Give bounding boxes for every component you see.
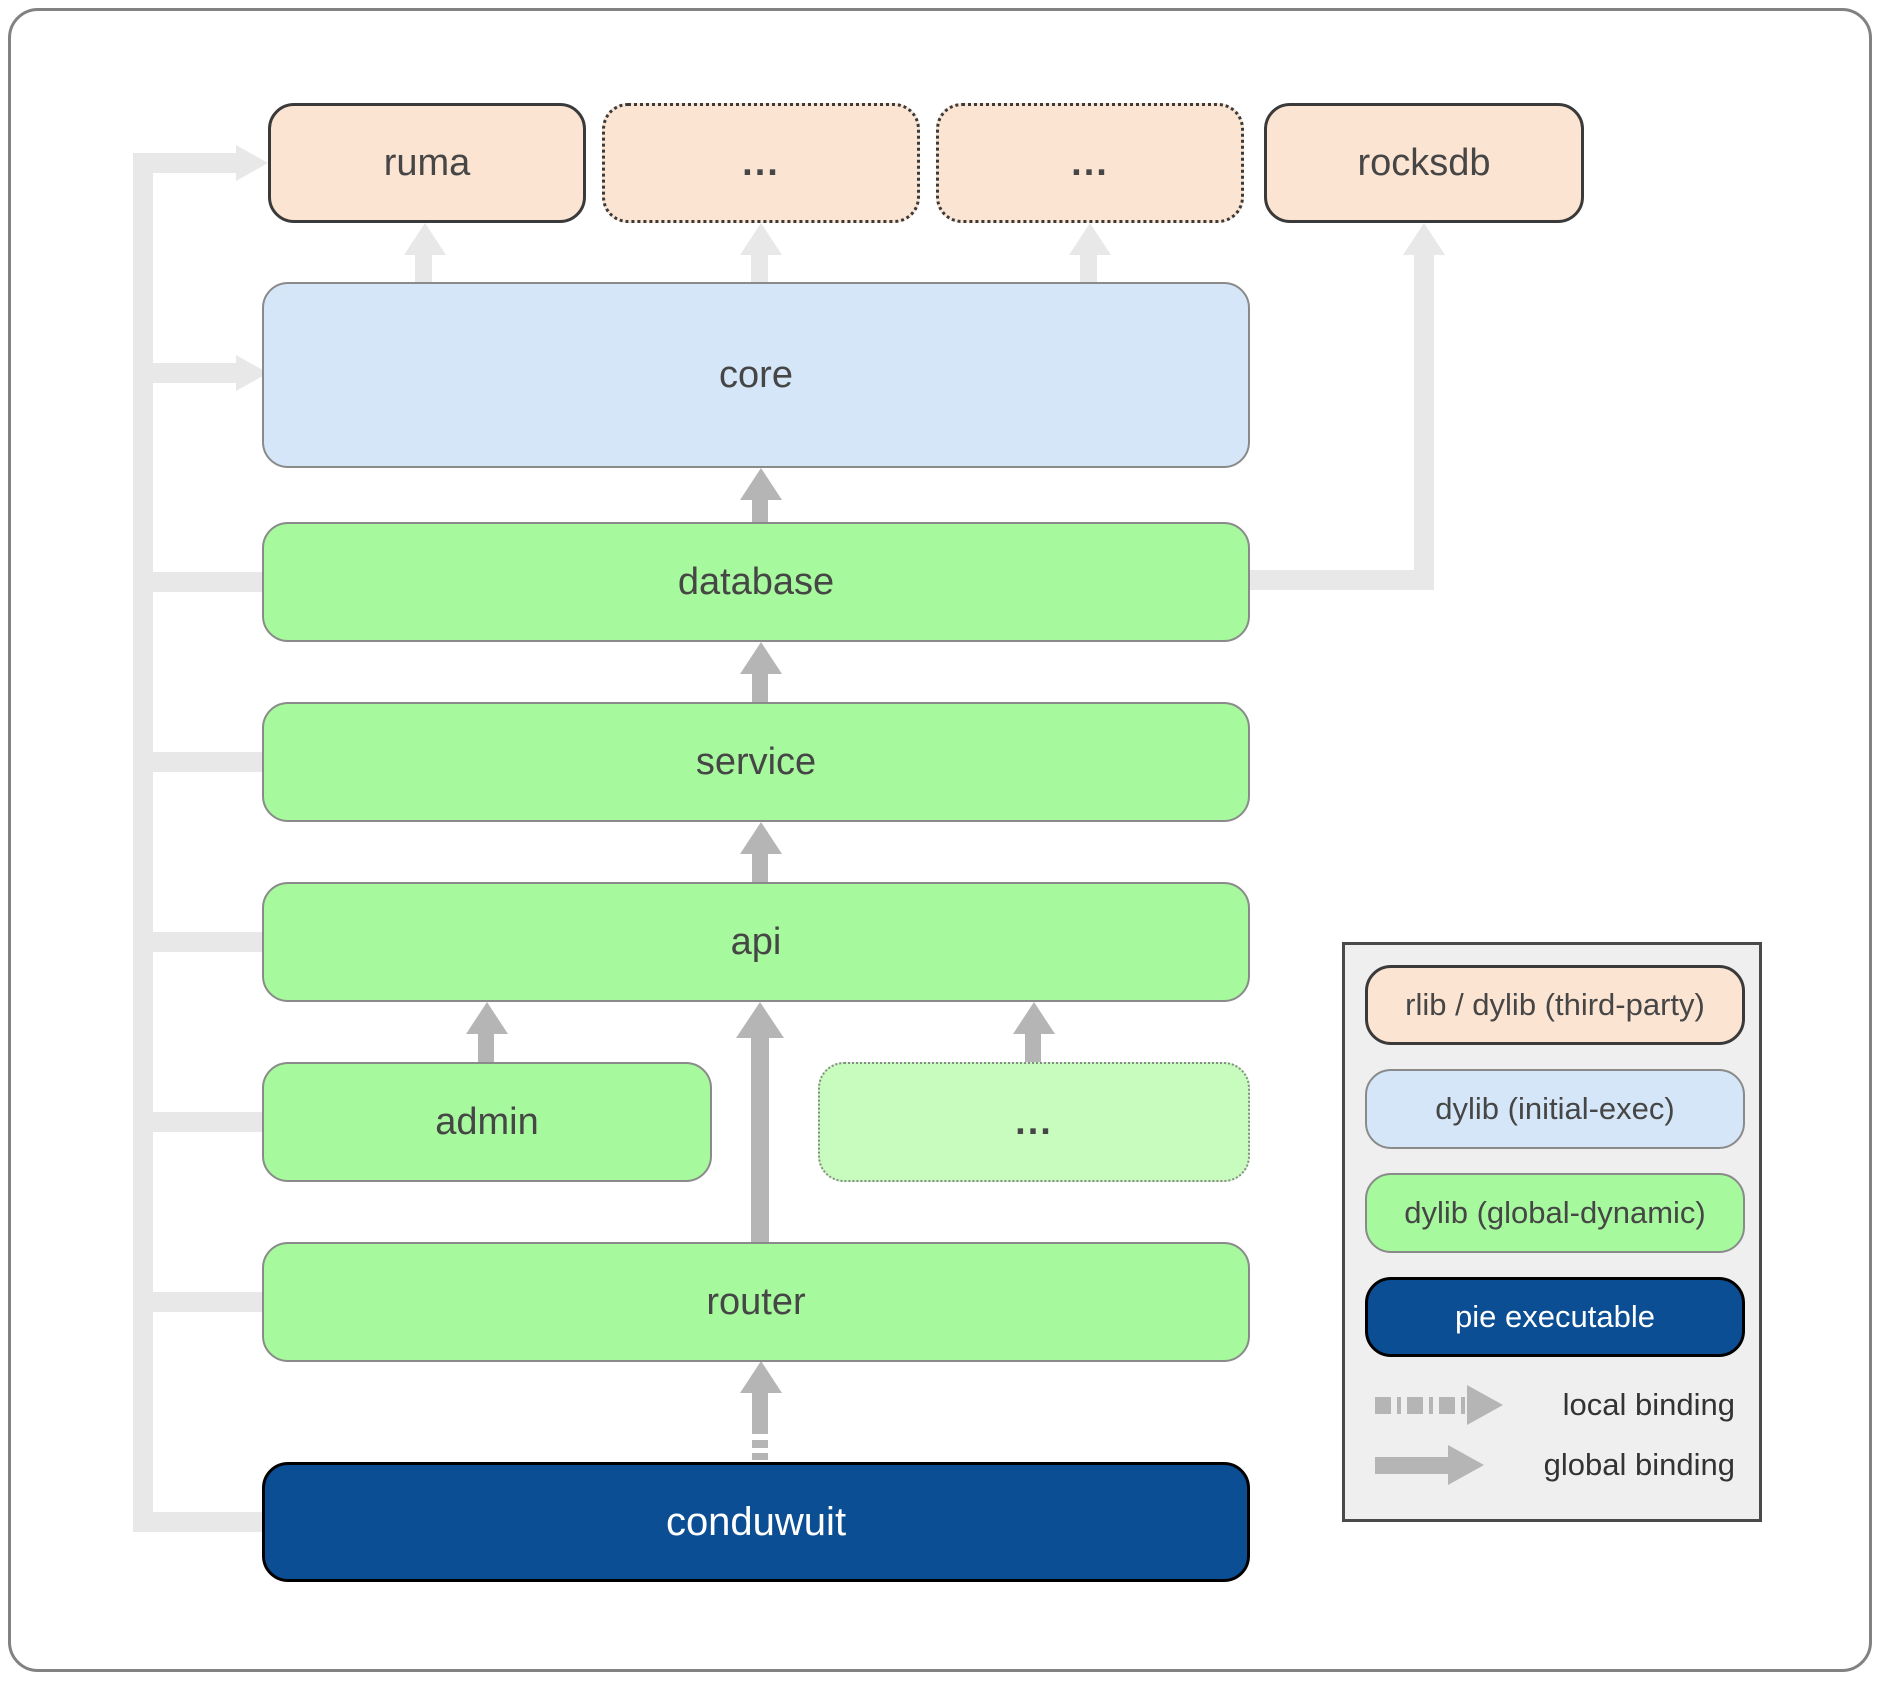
arrowhead-bus-to-ruma <box>236 145 268 181</box>
legend-binding-label: local binding <box>1562 1387 1735 1422</box>
local-binding-arrow-icon <box>1375 1396 1467 1414</box>
arrowhead-database-to-rocksdb <box>1403 223 1445 255</box>
bus-branch-ruma <box>153 153 237 173</box>
node-label: ... <box>1071 141 1109 184</box>
global-binding-arrow-icon <box>1375 1456 1448 1474</box>
edge-conduwuit-router-dash <box>752 1453 768 1460</box>
node-label: ... <box>742 141 780 184</box>
edge-router-api <box>751 1035 769 1244</box>
node-label: core <box>719 353 793 396</box>
bus-branch-admin <box>153 1112 265 1132</box>
node-label: router <box>706 1280 806 1323</box>
node-database: database <box>262 522 1250 642</box>
node-core: core <box>262 282 1250 468</box>
arrowhead-core-to-ruma <box>404 223 446 255</box>
node-label: api <box>730 920 782 963</box>
node-admin: admin <box>262 1062 712 1182</box>
arrowhead-api-to-service <box>740 822 782 854</box>
bus-branch-core <box>153 363 237 383</box>
local-binding-arrowhead-icon <box>1466 1385 1503 1425</box>
node-api: api <box>262 882 1250 1002</box>
edge-database-rocksdb-vertical <box>1414 252 1434 590</box>
bus-branch-router <box>153 1292 265 1312</box>
node-conduwuit: conduwuit <box>262 1462 1250 1582</box>
node-label: database <box>677 560 835 603</box>
bus-branch-api <box>153 932 265 952</box>
legend-binding-label: global binding <box>1543 1447 1735 1482</box>
node-third-party-2: ... <box>936 103 1244 223</box>
node-router: router <box>262 1242 1250 1362</box>
arrowhead-apiextra-to-api <box>1013 1002 1055 1034</box>
arrowhead-conduwuit-to-router <box>740 1361 782 1393</box>
edge-core-thirdparty1 <box>751 252 768 284</box>
node-service: service <box>262 702 1250 822</box>
legend-item-pie-executable: pie executable <box>1365 1277 1745 1357</box>
legend-item-initial-exec: dylib (initial-exec) <box>1365 1069 1745 1149</box>
node-label: ... <box>1015 1100 1053 1143</box>
legend-panel: rlib / dylib (third-party) dylib (initia… <box>1342 942 1762 1522</box>
node-label: admin <box>435 1100 539 1143</box>
legend-label: pie executable <box>1455 1299 1655 1334</box>
bus-line-vertical <box>133 153 153 1532</box>
legend-label: rlib / dylib (third-party) <box>1405 987 1705 1022</box>
node-label: conduwuit <box>665 1499 847 1544</box>
node-rocksdb: rocksdb <box>1264 103 1584 223</box>
edge-api-service <box>752 851 768 884</box>
legend-global-binding-row: global binding <box>1375 1445 1735 1485</box>
edge-core-ruma <box>415 252 432 284</box>
edge-conduwuit-router-dash <box>752 1440 768 1448</box>
node-label: rocksdb <box>1357 141 1491 184</box>
bus-branch-database <box>153 572 265 592</box>
edge-apiextra-api <box>1025 1031 1041 1064</box>
arrowhead-database-to-core <box>740 468 782 500</box>
legend-label: dylib (global-dynamic) <box>1404 1195 1706 1230</box>
legend-item-third-party: rlib / dylib (third-party) <box>1365 965 1745 1045</box>
arrowhead-service-to-database <box>740 642 782 674</box>
edge-service-database <box>752 671 768 704</box>
bus-branch-service <box>153 752 265 772</box>
edge-admin-api <box>478 1031 494 1064</box>
figure-border <box>8 8 1872 1672</box>
arrowhead-router-to-api <box>736 1002 784 1038</box>
legend-item-global-dynamic: dylib (global-dynamic) <box>1365 1173 1745 1253</box>
node-api-extra: ... <box>818 1062 1250 1182</box>
legend-local-binding-row: local binding <box>1375 1385 1735 1425</box>
node-label: ruma <box>383 141 471 184</box>
global-binding-arrowhead-icon <box>1447 1445 1484 1485</box>
node-third-party-1: ... <box>602 103 920 223</box>
node-ruma: ruma <box>268 103 586 223</box>
edge-database-rocksdb-horizontal <box>1250 570 1434 590</box>
legend-label: dylib (initial-exec) <box>1435 1091 1675 1126</box>
edge-conduwuit-router <box>752 1390 768 1434</box>
bus-branch-conduwuit <box>153 1512 265 1532</box>
node-label: service <box>695 740 817 783</box>
arrowhead-admin-to-api <box>466 1002 508 1034</box>
arrowhead-core-to-thirdparty1 <box>740 223 782 255</box>
edge-database-core <box>752 497 768 524</box>
edge-core-thirdparty2 <box>1080 252 1097 284</box>
arrowhead-core-to-thirdparty2 <box>1069 223 1111 255</box>
